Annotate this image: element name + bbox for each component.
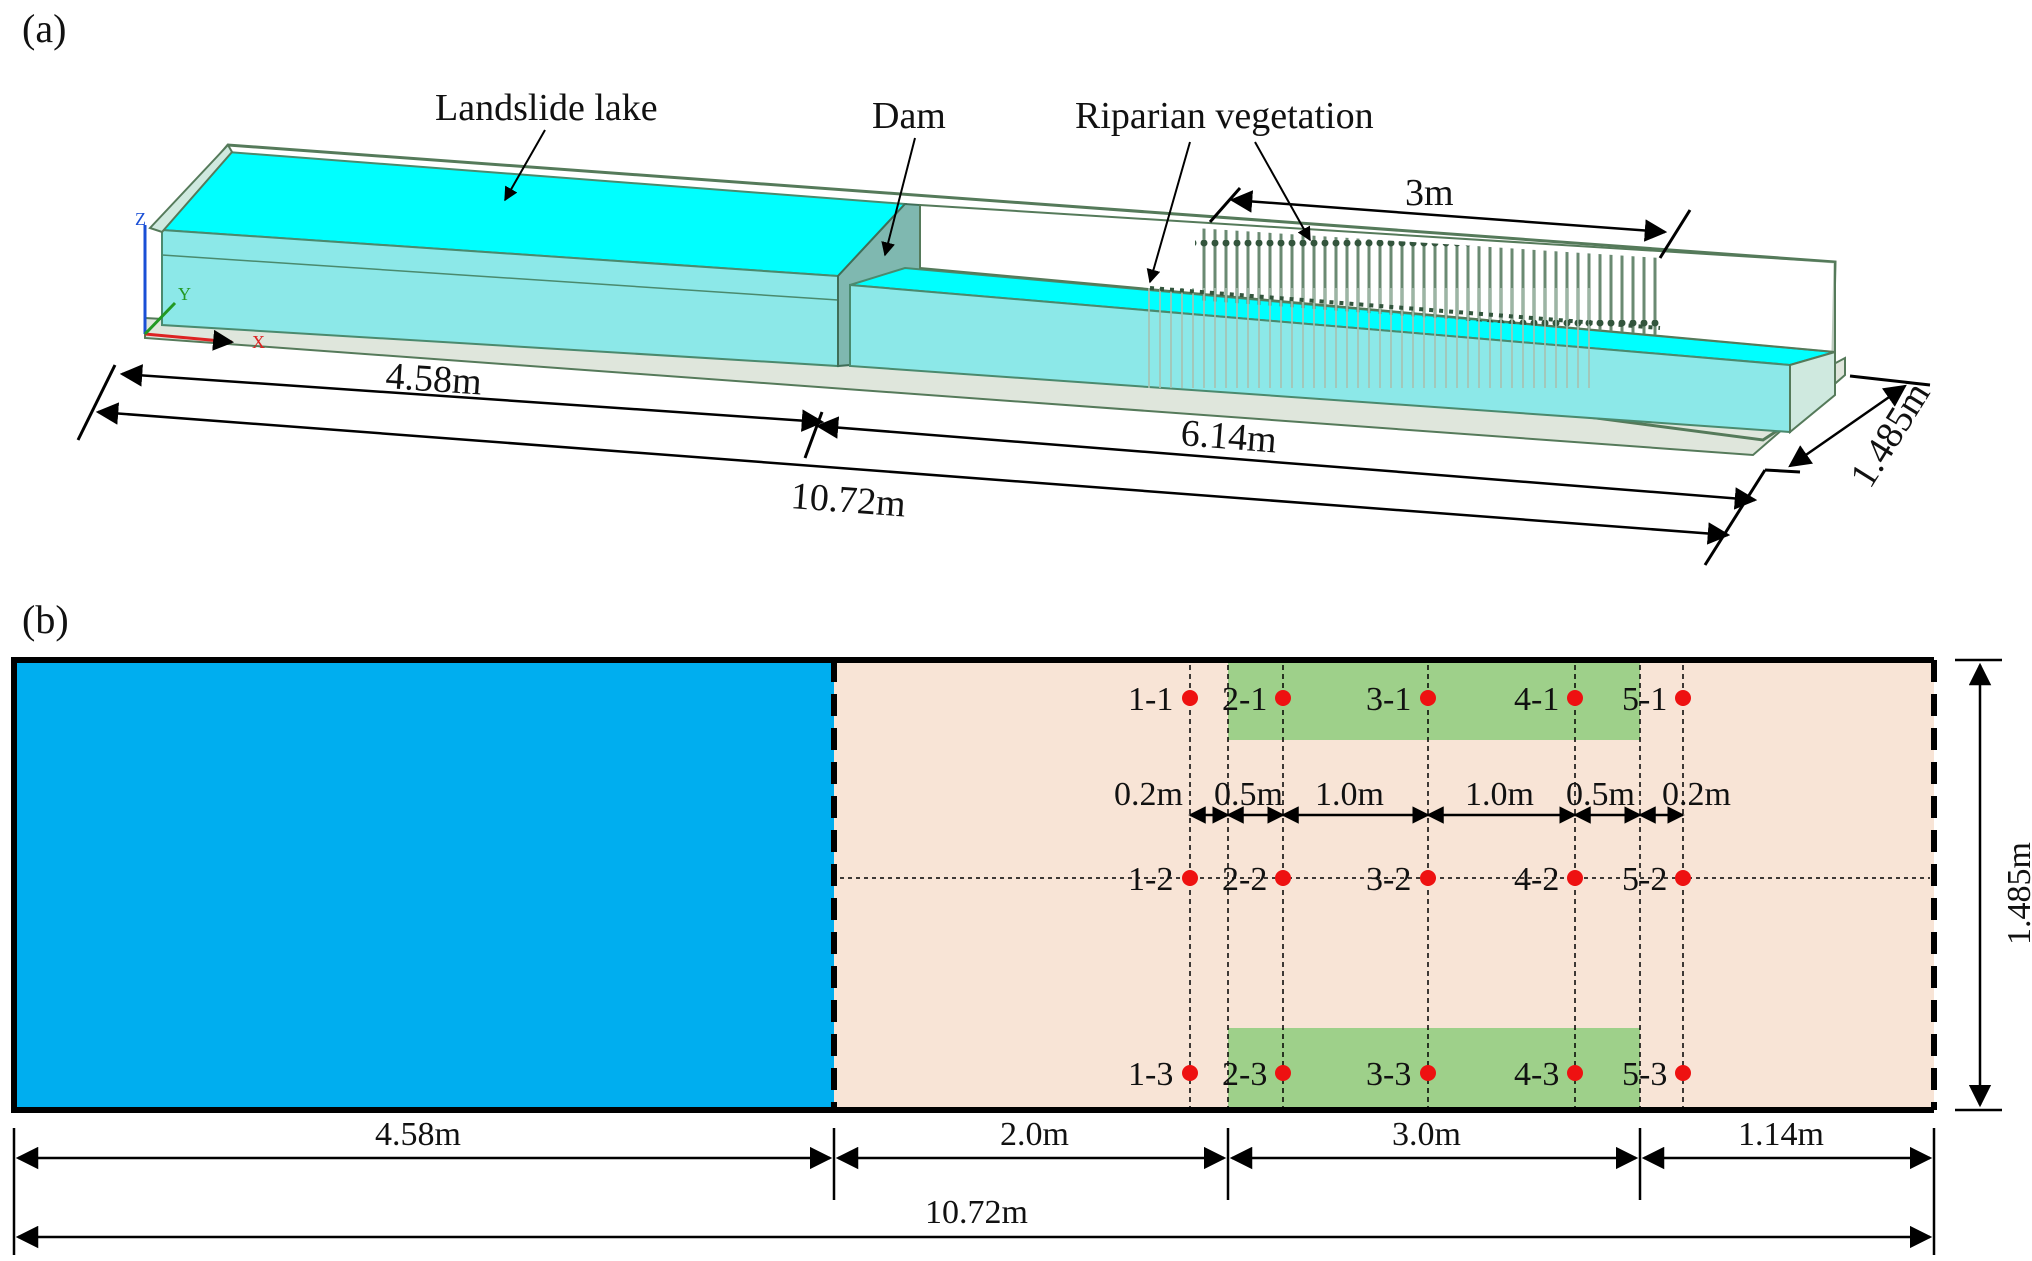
label-veg-length: 3m [1405,172,1454,214]
spacing-label: 0.2m [1662,776,1731,813]
measurement-point [1182,870,1198,886]
panel-b-tag: (b) [22,597,69,642]
label-landslide-lake: Landslide lake [435,87,658,129]
axis-x-label: X [252,332,265,352]
measurement-point [1567,1065,1583,1081]
point-label: 3-2 [1366,861,1411,898]
points-row-2: 1-2 2-2 3-2 4-2 5-2 [1128,861,1691,898]
point-label: 5-2 [1622,861,1667,898]
dim-b-vegetation-zone: 3.0m [1392,1116,1461,1153]
measurement-point [1675,1065,1691,1081]
measurement-point [1275,870,1291,886]
points-row-1: 1-1 2-1 3-1 4-1 5-1 [1128,681,1691,718]
dim-b-downstream-zone: 1.14m [1738,1116,1824,1153]
point-label: 5-3 [1622,1056,1667,1093]
axis-z-label: Z [135,209,146,229]
label-dam: Dam [872,95,946,137]
point-label: 3-1 [1366,681,1411,718]
point-label: 5-1 [1622,681,1667,718]
section-lines [1189,665,1684,1108]
dim-a-downstream-length: 6.14m [1179,412,1278,461]
axis-y-label: Y [178,284,191,304]
points-row-3: 1-3 2-3 3-3 4-3 5-3 [1128,1056,1691,1093]
measurement-point [1182,1065,1198,1081]
dim-a-width: 1.485m [1842,375,1939,495]
point-label: 4-2 [1514,861,1559,898]
label-riparian-vegetation: Riparian vegetation [1075,95,1374,137]
measurement-point [1567,870,1583,886]
spacing-label: 1.0m [1315,776,1384,813]
spacing-label: 0.2m [1114,776,1183,813]
riparian-vegetation [1145,228,1661,388]
spacing-label: 1.0m [1465,776,1534,813]
panel-a: (a) Z Y [22,6,1939,566]
point-label: 3-3 [1366,1056,1411,1093]
point-label: 2-1 [1222,681,1267,718]
measurement-point [1675,690,1691,706]
measurement-point [1420,690,1436,706]
point-label: 1-3 [1128,1056,1173,1093]
point-label: 1-1 [1128,681,1173,718]
point-label: 2-2 [1222,861,1267,898]
point-label: 4-1 [1514,681,1559,718]
point-label: 1-2 [1128,861,1173,898]
measurement-point [1275,1065,1291,1081]
panel-b: (b) 1 [11,597,2032,1255]
dim-a-total-length: 10.72m [789,475,907,526]
dim-b-upstream-zone: 2.0m [1000,1116,1069,1153]
panel-a-tag: (a) [22,6,66,51]
dim-b-total: 10.72m [925,1194,1028,1231]
lake-region [14,660,834,1110]
spacing-label: 0.5m [1214,776,1283,813]
measurement-point [1567,690,1583,706]
point-label: 2-3 [1222,1056,1267,1093]
measurement-point [1420,1065,1436,1081]
spacing-label: 0.5m [1566,776,1635,813]
axis-triad: Z Y X [135,209,265,352]
dim-b-width: 1.485m [2001,842,2032,945]
measurement-point [1275,690,1291,706]
measurement-point [1182,690,1198,706]
point-label: 4-3 [1514,1056,1559,1093]
dim-a-lake-length: 4.58m [384,355,483,403]
measurement-point [1420,870,1436,886]
measurement-point [1675,870,1691,886]
dim-b-lake: 4.58m [375,1116,461,1153]
